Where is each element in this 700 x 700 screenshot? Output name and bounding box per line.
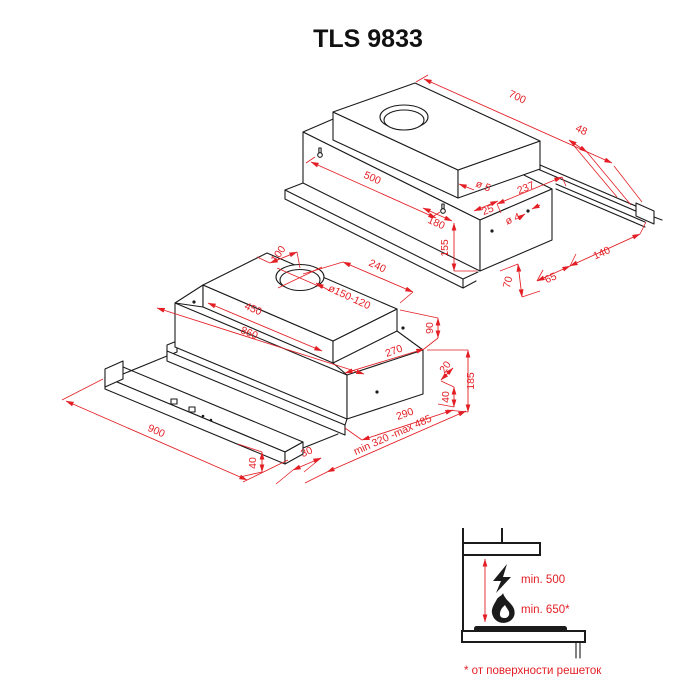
dim-label: 185 bbox=[465, 372, 477, 390]
dim-label: 40 bbox=[247, 457, 259, 469]
rear-isometric-view: 700 48 500 ø 5 237 25 ø 4 bbox=[284, 74, 663, 298]
screw-hole-dot bbox=[490, 229, 494, 233]
dim-keyhole-diameter: ø 5 bbox=[458, 178, 493, 195]
lightning-icon bbox=[493, 564, 511, 593]
dim-label: 48 bbox=[573, 122, 589, 138]
dim-65: 65 bbox=[536, 265, 571, 286]
countertop-outline bbox=[461, 630, 586, 643]
dim-270: 270 bbox=[344, 342, 425, 374]
dim-140: 140 bbox=[569, 221, 647, 267]
screw-hole-dot bbox=[375, 390, 379, 394]
gas-clearance-label: min. 650* bbox=[521, 604, 570, 616]
dim-30: 30 bbox=[275, 444, 322, 485]
dim-label: 140 bbox=[591, 244, 612, 262]
dim-label: 700 bbox=[507, 88, 528, 106]
screw-hole-dot bbox=[401, 326, 405, 330]
electric-clearance-label: min. 500 bbox=[521, 574, 565, 586]
dim-185: 185 bbox=[427, 349, 477, 413]
body-top-left-strip bbox=[174, 284, 204, 308]
dim-label: 270 bbox=[384, 342, 405, 359]
dim-label: ø 4 bbox=[504, 211, 523, 228]
dim-70: 70 bbox=[499, 263, 541, 298]
dim-20: 20 bbox=[437, 359, 454, 381]
screw-hole-dot bbox=[192, 300, 196, 304]
installation-clearance-diagram: min. 500 min. 650* * от поверхности реше… bbox=[461, 528, 602, 677]
dim-label: ø 5 bbox=[474, 178, 493, 195]
dim-label: min 320 -max 485 bbox=[352, 413, 434, 458]
screw-hole-dot bbox=[526, 209, 530, 213]
dim-90: 90 bbox=[399, 309, 441, 350]
page-title: TLS 9833 bbox=[313, 25, 423, 53]
dim-label: 65 bbox=[543, 270, 559, 286]
dim-label: 240 bbox=[367, 257, 388, 275]
dim-40-left: 40 bbox=[237, 443, 265, 478]
dim-25: 25 bbox=[473, 200, 499, 218]
dim-48: 48 bbox=[568, 122, 632, 206]
dim-label: 20 bbox=[437, 359, 454, 376]
flame-icon bbox=[491, 593, 515, 623]
table-leg bbox=[575, 641, 581, 659]
footnote: * от поверхности решеток bbox=[464, 665, 602, 677]
front-isometric-view: 100 240 ø150-120 450 860 270 90 bbox=[61, 244, 477, 485]
dim-label: 30 bbox=[299, 444, 315, 460]
telescopic-rails bbox=[532, 161, 663, 228]
dim-label: 155 bbox=[439, 239, 451, 257]
cooktop bbox=[474, 626, 567, 632]
vent-hole bbox=[275, 263, 325, 292]
vent-hole bbox=[379, 104, 429, 131]
dim-155: 155 bbox=[439, 222, 477, 272]
dim-label: 90 bbox=[424, 322, 436, 334]
hood-outline bbox=[462, 542, 541, 556]
dim-40-right: 40 bbox=[437, 380, 457, 408]
dim-hole-diameter-4: ø 4 bbox=[504, 203, 541, 228]
dim-label: 25 bbox=[480, 202, 495, 218]
dim-label: 70 bbox=[501, 275, 516, 289]
dim-label: 40 bbox=[440, 391, 452, 403]
